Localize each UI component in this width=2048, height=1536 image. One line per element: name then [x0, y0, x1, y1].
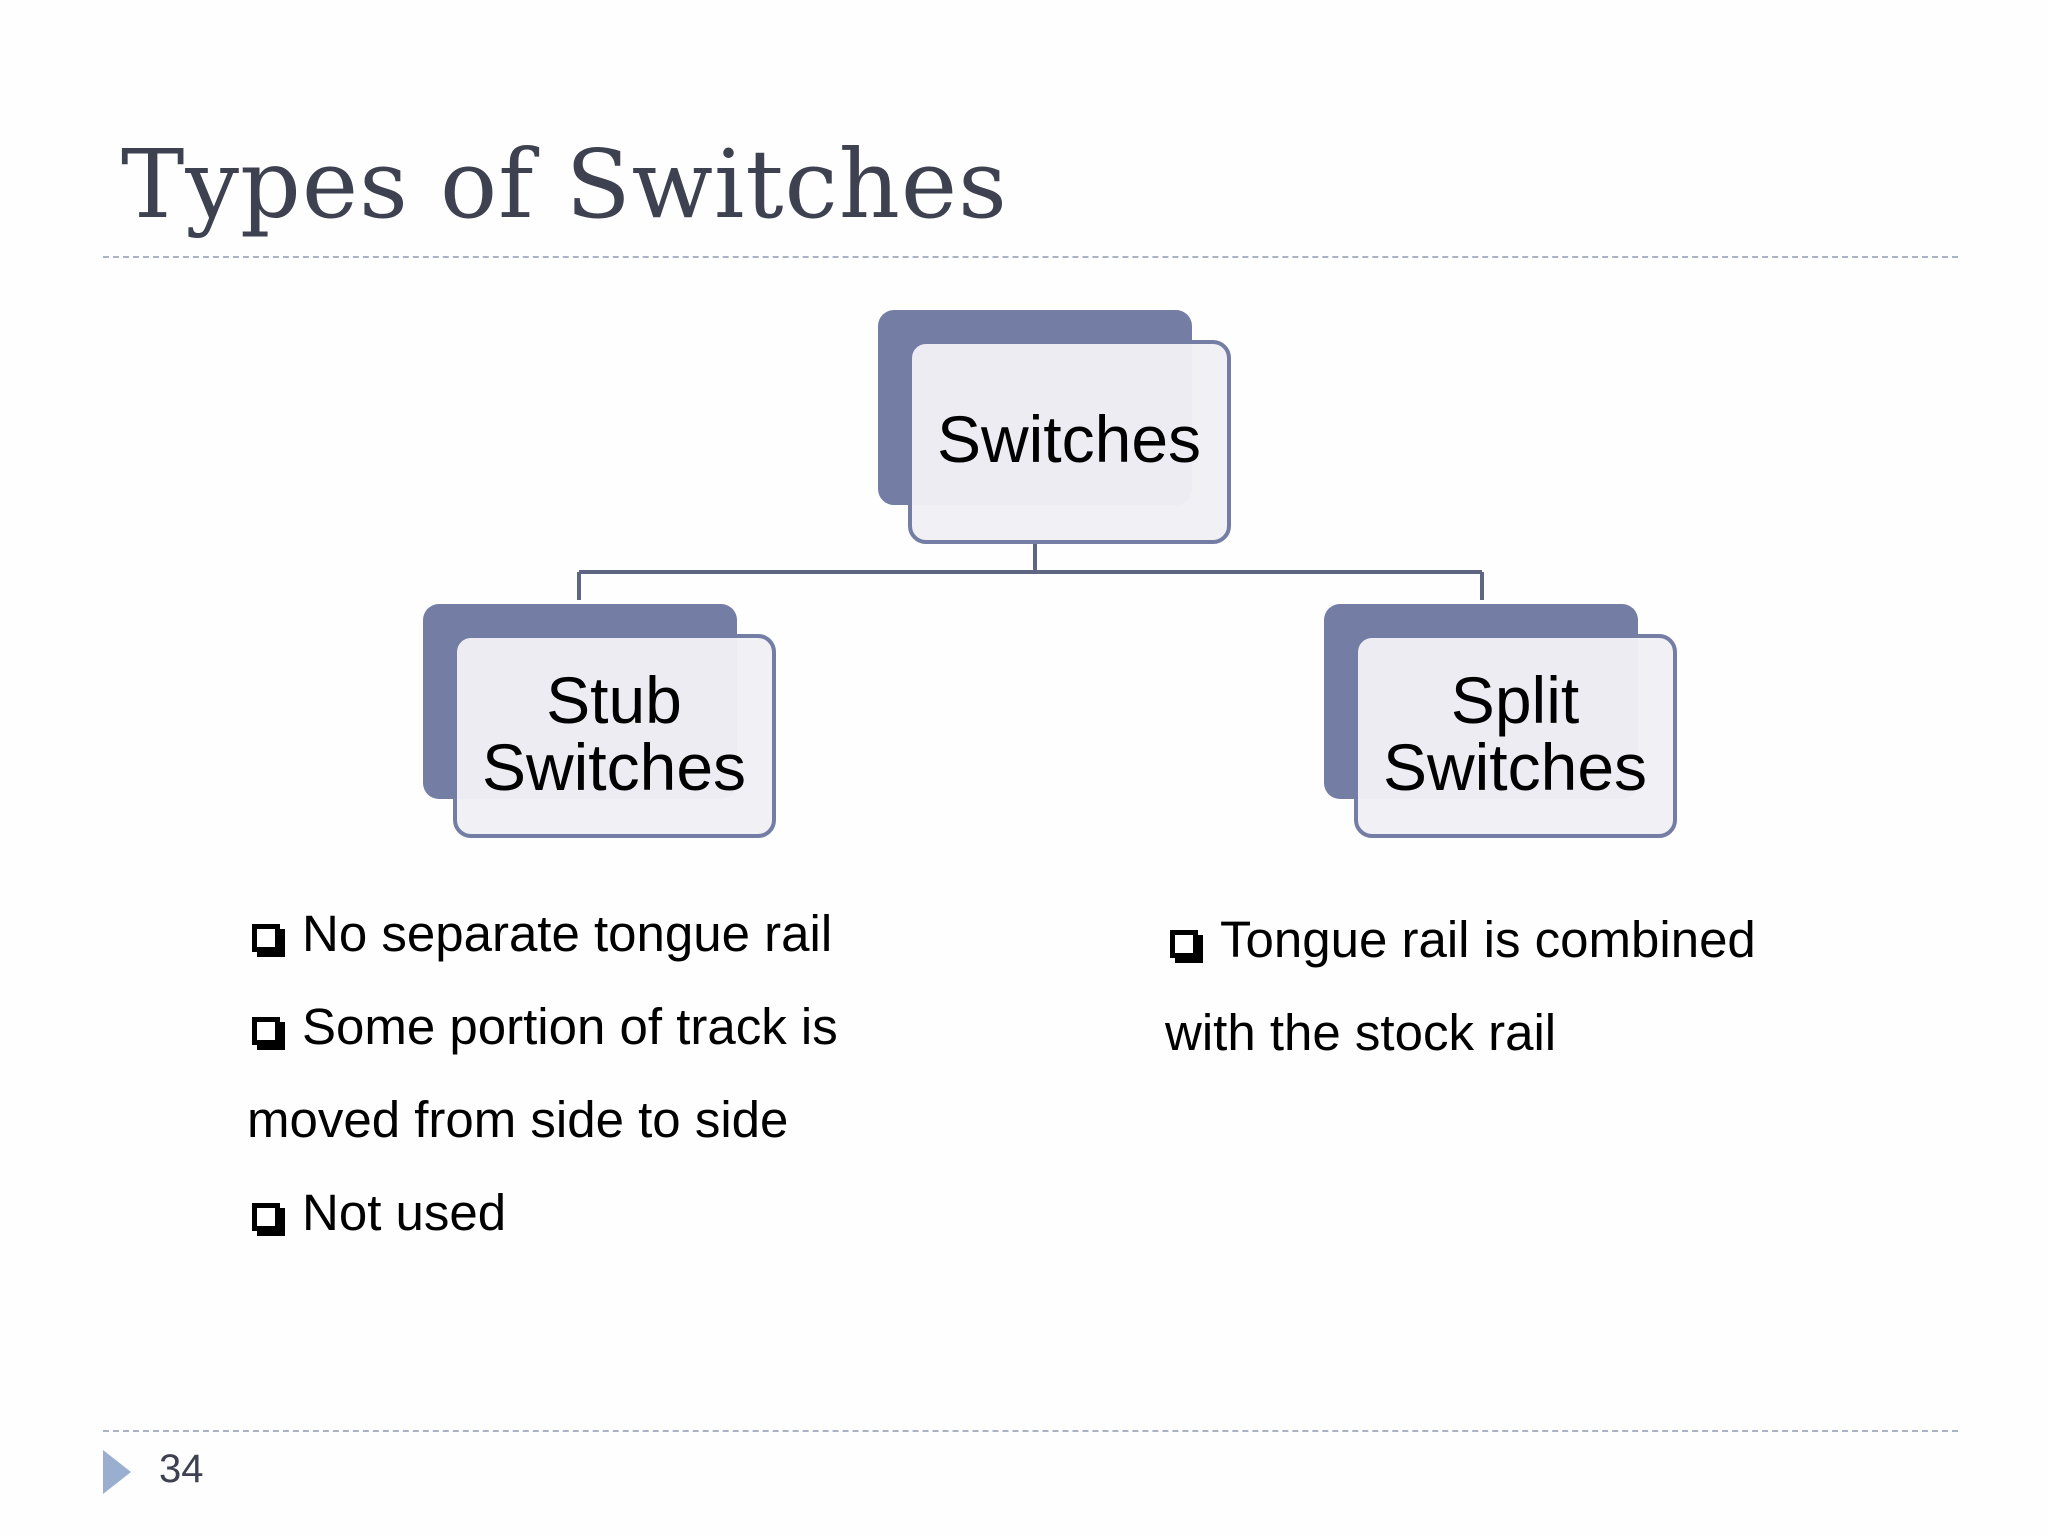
node-stub-label-line1: Stub	[546, 663, 682, 737]
checkbox-icon	[1170, 930, 1198, 958]
bullet-continuation: moved from side to side	[247, 1073, 838, 1166]
page-number: 34	[159, 1447, 204, 1491]
node-root: Switches	[878, 310, 1231, 544]
connectors	[577, 542, 1484, 600]
slide-title: Types of Switches	[121, 130, 1008, 240]
bullet-text: with the stock rail	[1165, 1004, 1557, 1061]
bullet-item: Not used	[247, 1166, 838, 1259]
bullet-item: Tongue rail is combined	[1165, 893, 1756, 986]
triangle-right-icon	[103, 1450, 131, 1494]
bullet-text: Not used	[302, 1184, 507, 1241]
node-split-label-line2: Switches	[1383, 730, 1647, 804]
checkbox-icon	[252, 924, 280, 952]
node-root-label: Switches	[937, 402, 1201, 476]
stub-switches-bullets: No separate tongue rail Some portion of …	[247, 887, 838, 1259]
node-stub-label-line2: Switches	[482, 730, 746, 804]
bullet-text: moved from side to side	[247, 1091, 789, 1148]
title-divider	[103, 256, 1958, 258]
node-split-label-line1: Split	[1451, 663, 1579, 737]
split-switches-bullets: Tongue rail is combined with the stock r…	[1165, 893, 1756, 1079]
bullet-item: Some portion of track is	[247, 980, 838, 1073]
bullet-text: Some portion of track is	[302, 998, 838, 1055]
bullet-continuation: with the stock rail	[1165, 986, 1756, 1079]
checkbox-icon	[252, 1017, 280, 1045]
footer-divider	[103, 1430, 1958, 1432]
bullet-item: No separate tongue rail	[247, 887, 838, 980]
node-stub-switches: Stub Switches	[423, 604, 776, 838]
node-root-front	[908, 340, 1231, 544]
bullet-text: No separate tongue rail	[302, 905, 833, 962]
bullet-text: Tongue rail is combined	[1220, 911, 1756, 968]
node-split-switches: Split Switches	[1324, 604, 1677, 838]
node-stub-front	[453, 634, 776, 838]
checkbox-icon	[252, 1203, 280, 1231]
node-split-front	[1354, 634, 1677, 838]
